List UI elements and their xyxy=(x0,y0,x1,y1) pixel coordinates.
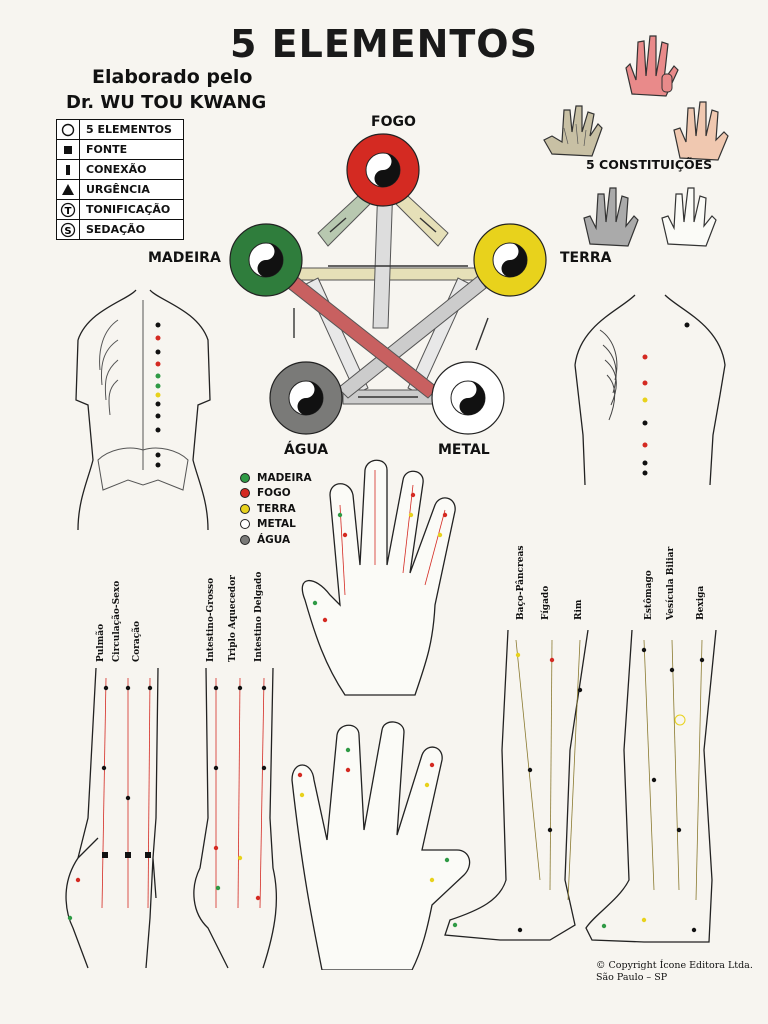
hand-fire-icon xyxy=(625,35,679,97)
palm-acupoints xyxy=(312,492,448,623)
inner-leg-acupoints xyxy=(452,652,583,933)
color-legend-item: METAL xyxy=(240,517,312,533)
outer-arm-figure xyxy=(193,668,278,969)
author-line-2: Dr. WU TOU KWANG xyxy=(66,92,267,113)
meridian-label: Estômago xyxy=(644,570,654,620)
meridian-label: Circulação-Sexo xyxy=(112,580,122,662)
earth-dot-icon xyxy=(240,503,250,514)
rectangle-icon xyxy=(57,160,80,179)
element-fire xyxy=(346,133,420,207)
square-icon xyxy=(57,140,80,159)
circled-t-icon: T xyxy=(57,200,80,219)
outer-arm-acupoints xyxy=(213,685,267,901)
cycle-arrows xyxy=(293,217,489,398)
circled-s-icon: S xyxy=(57,220,80,239)
hand-water-icon xyxy=(661,187,717,247)
constitutions-label: 5 CONSTITUIÇÕES xyxy=(586,157,713,172)
outer-leg-acupoints xyxy=(601,647,705,933)
color-legend-label: TERRA xyxy=(257,502,296,515)
element-water xyxy=(269,361,343,435)
copyright: © Copyright Ícone Editora Ltda. São Paul… xyxy=(596,960,753,984)
element-label-water: ÁGUA xyxy=(284,442,329,458)
outer-leg-figure xyxy=(585,630,717,943)
meridian-label: Bexiga xyxy=(696,585,706,620)
front-figure xyxy=(574,294,726,486)
front-acupoints xyxy=(642,322,690,476)
hand-wood-icon xyxy=(543,105,603,157)
back-figure xyxy=(75,289,211,530)
legend-label: CONEXÃO xyxy=(86,163,147,176)
element-label-fire: FOGO xyxy=(371,114,416,130)
color-legend-item: FOGO xyxy=(240,486,312,502)
legend-row-connection: CONEXÃO xyxy=(57,160,183,180)
legend-row-source: FONTE xyxy=(57,140,183,160)
meridian-label: Intestino-Grosso xyxy=(206,577,216,662)
element-wood xyxy=(229,223,303,297)
element-label-earth: TERRA xyxy=(560,250,612,266)
color-legend-label: ÁGUA xyxy=(257,533,291,546)
color-legend-item: MADEIRA xyxy=(240,470,312,486)
copyright-line-2: São Paulo – SP xyxy=(596,972,668,983)
water-dot-icon xyxy=(240,534,250,545)
meridian-label: Pulmão xyxy=(96,623,106,662)
fire-dot-icon xyxy=(240,488,250,499)
page-title: 5 ELEMENTOS xyxy=(230,22,538,66)
dorsal-hand-figure xyxy=(291,721,471,970)
svg-text:T: T xyxy=(65,206,72,217)
meridian-label: Coração xyxy=(132,620,142,662)
color-legend-label: MADEIRA xyxy=(257,471,312,484)
legend-row-urgency: URGÊNCIA xyxy=(57,180,183,200)
inner-arm-acupoints xyxy=(67,685,153,921)
color-legend-label: FOGO xyxy=(257,487,291,500)
meridian-label: Vesícula Biliar xyxy=(666,546,676,620)
metal-dot-icon xyxy=(240,519,250,530)
legend-label: URGÊNCIA xyxy=(86,183,150,196)
copyright-line-1: © Copyright Ícone Editora Ltda. xyxy=(596,960,753,971)
hand-earth-icon xyxy=(673,101,729,161)
meridian-label: Triplo Aquecedor xyxy=(228,575,238,662)
wood-dot-icon xyxy=(240,472,250,483)
circle-icon xyxy=(57,120,80,139)
meridian-label: Baço-Pâncreas xyxy=(516,545,526,620)
legend-row-elements: 5 ELEMENTOS xyxy=(57,120,183,140)
color-legend: MADEIRA FOGO TERRA METAL ÁGUA xyxy=(240,470,312,548)
element-label-wood: MADEIRA xyxy=(148,250,221,266)
svg-text:S: S xyxy=(64,226,71,237)
triangle-icon xyxy=(57,180,80,199)
five-elements-diagram xyxy=(229,133,547,435)
back-acupoints xyxy=(155,322,161,468)
meridian-label: Intestino Delgado xyxy=(254,571,264,662)
inner-arm-figure xyxy=(65,668,159,969)
legend-label: 5 ELEMENTOS xyxy=(86,123,172,136)
color-legend-item: TERRA xyxy=(240,501,312,517)
author-line-1: Elaborado pelo xyxy=(92,66,253,88)
hand-metal-icon xyxy=(583,187,639,247)
constitutions-illustration xyxy=(543,35,729,247)
color-legend-label: METAL xyxy=(257,518,296,531)
meridian-label: Fígado xyxy=(541,585,551,620)
dorsal-acupoints xyxy=(297,747,450,883)
color-legend-item: ÁGUA xyxy=(240,532,312,548)
palm-hand-figure xyxy=(301,459,456,696)
symbol-legend: 5 ELEMENTOS FONTE CONEXÃO URGÊNCIA T TON… xyxy=(56,119,184,240)
legend-label: TONIFICAÇÃO xyxy=(86,203,171,216)
legend-row-tonification: T TONIFICAÇÃO xyxy=(57,200,183,220)
element-label-metal: METAL xyxy=(438,442,490,458)
legend-row-sedation: S SEDAÇÃO xyxy=(57,220,183,239)
legend-label: SEDAÇÃO xyxy=(86,223,146,236)
legend-label: FONTE xyxy=(86,143,128,156)
inner-leg-figure xyxy=(444,630,589,941)
element-earth xyxy=(473,223,547,297)
meridian-label: Rim xyxy=(574,599,584,620)
element-metal xyxy=(431,361,505,435)
